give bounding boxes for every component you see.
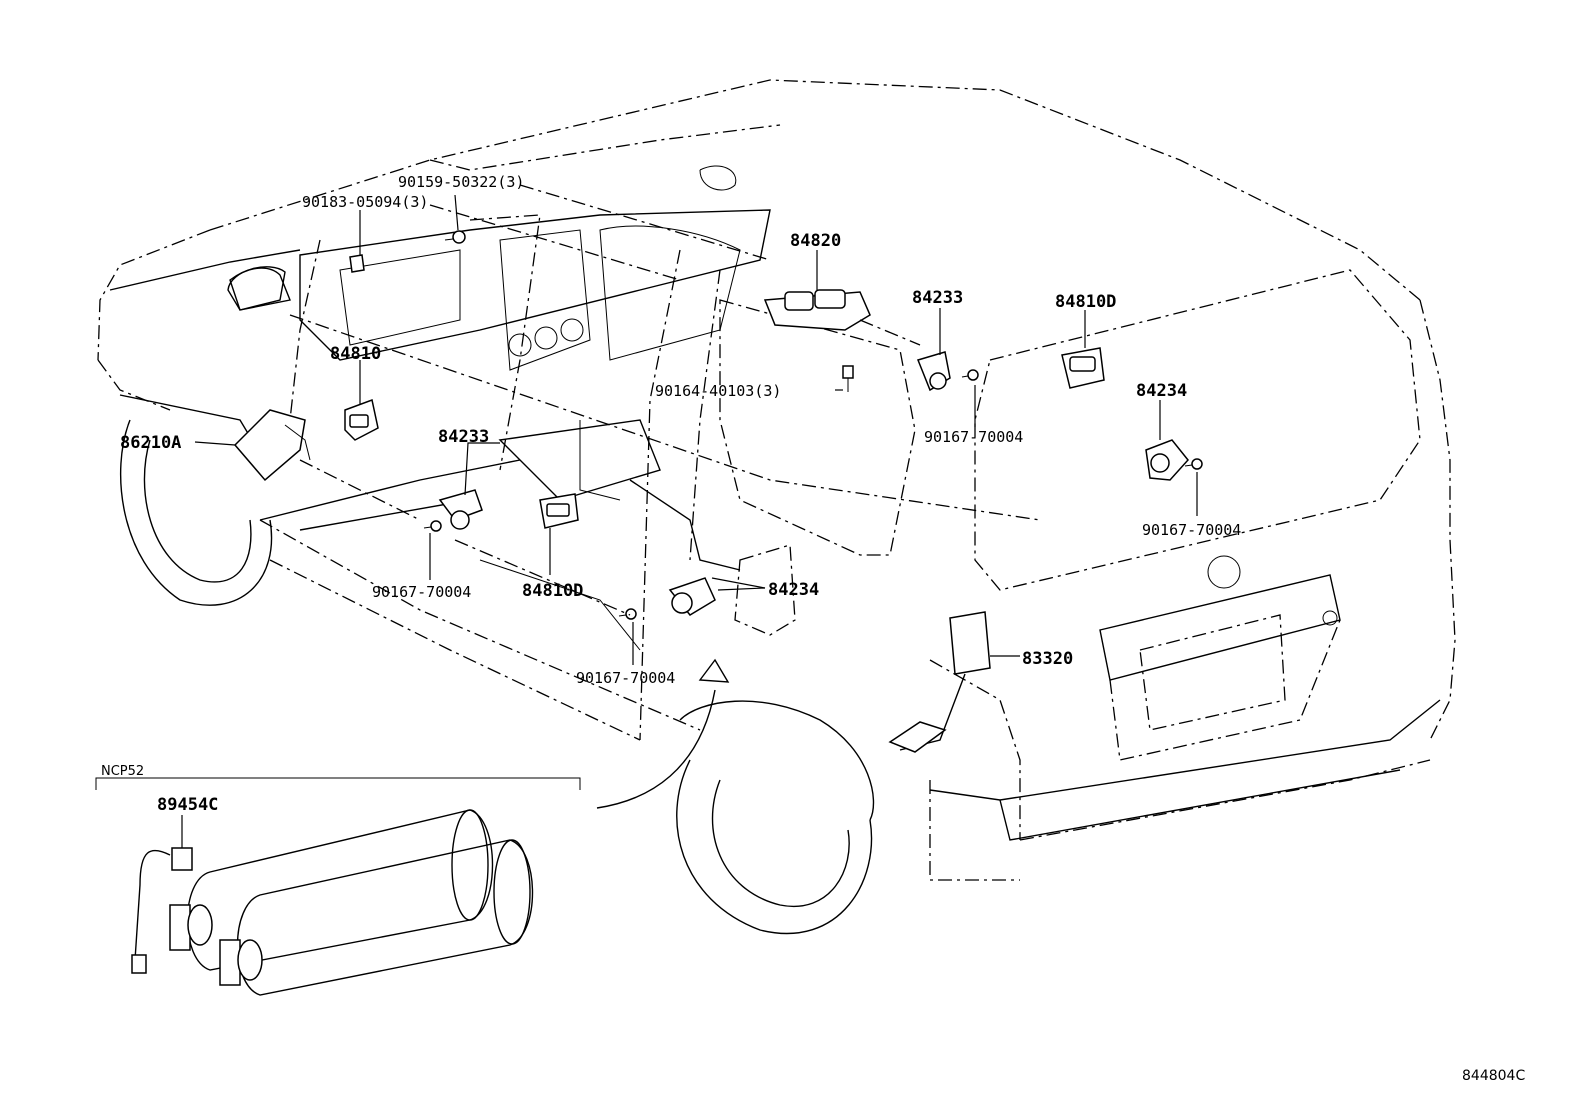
screw-90164 bbox=[842, 365, 854, 392]
diagram-code: 844804C bbox=[1462, 1068, 1525, 1084]
fuel-sender-gauge bbox=[888, 611, 991, 753]
connection-arrow bbox=[596, 689, 716, 809]
callout-90183-05094: 90183-05094(3) bbox=[302, 193, 428, 211]
variant-label: NCP52 bbox=[101, 764, 144, 779]
antenna-amplifier bbox=[233, 409, 311, 482]
door-switch-slide bbox=[668, 577, 716, 616]
callout-86210a: 86210A bbox=[120, 433, 181, 453]
front-wheel bbox=[119, 394, 273, 606]
screw-90167-slide bbox=[618, 608, 637, 620]
callout-89454c: 89454C bbox=[157, 795, 218, 815]
screw-90167-front bbox=[423, 520, 442, 532]
courtesy-switch-rear-right bbox=[916, 351, 951, 392]
callout-84233-rear: 84233 bbox=[912, 288, 963, 308]
door-switch-back-door bbox=[1145, 439, 1189, 481]
callout-84234-rear: 84234 bbox=[1136, 381, 1187, 401]
rear-window-switch bbox=[1061, 347, 1105, 389]
callout-90167-70004-slide: 90167-70004 bbox=[576, 669, 675, 687]
callout-84234-slide: 84234 bbox=[768, 580, 819, 600]
screw-90167-rear-right bbox=[961, 369, 979, 381]
callout-90167-70004-front: 90167-70004 bbox=[372, 583, 471, 601]
arrow-head bbox=[698, 658, 730, 683]
callout-84810: 84810 bbox=[330, 344, 381, 364]
callout-84233-front: 84233 bbox=[438, 427, 489, 447]
power-window-master-switch bbox=[763, 289, 871, 331]
callout-90159-50322: 90159-50322(3) bbox=[398, 173, 524, 191]
rear-wheel bbox=[676, 700, 875, 935]
callout-90167-70004-back-door: 90167-70004 bbox=[1142, 521, 1241, 539]
clip-90183 bbox=[349, 254, 365, 273]
callout-90164-40103: 90164-40103(3) bbox=[655, 382, 781, 400]
window-switch-front bbox=[344, 398, 379, 441]
callout-84810d-center: 84810D bbox=[522, 581, 583, 601]
window-switch-center bbox=[539, 493, 579, 529]
leader-lines bbox=[181, 184, 1198, 848]
courtesy-switch-front bbox=[438, 489, 483, 530]
dashboard bbox=[229, 165, 771, 571]
side-mirror bbox=[227, 266, 286, 311]
vehicle-outline bbox=[97, 79, 1456, 881]
screw-90167-back-door bbox=[1184, 458, 1203, 470]
callout-84820: 84820 bbox=[790, 231, 841, 251]
callout-90167-70004-rear-right: 90167-70004 bbox=[924, 428, 1023, 446]
callout-84810d-rear: 84810D bbox=[1055, 292, 1116, 312]
ncp52-inset bbox=[95, 777, 581, 996]
callout-83320: 83320 bbox=[1022, 649, 1073, 669]
bolt-90159 bbox=[444, 230, 466, 244]
